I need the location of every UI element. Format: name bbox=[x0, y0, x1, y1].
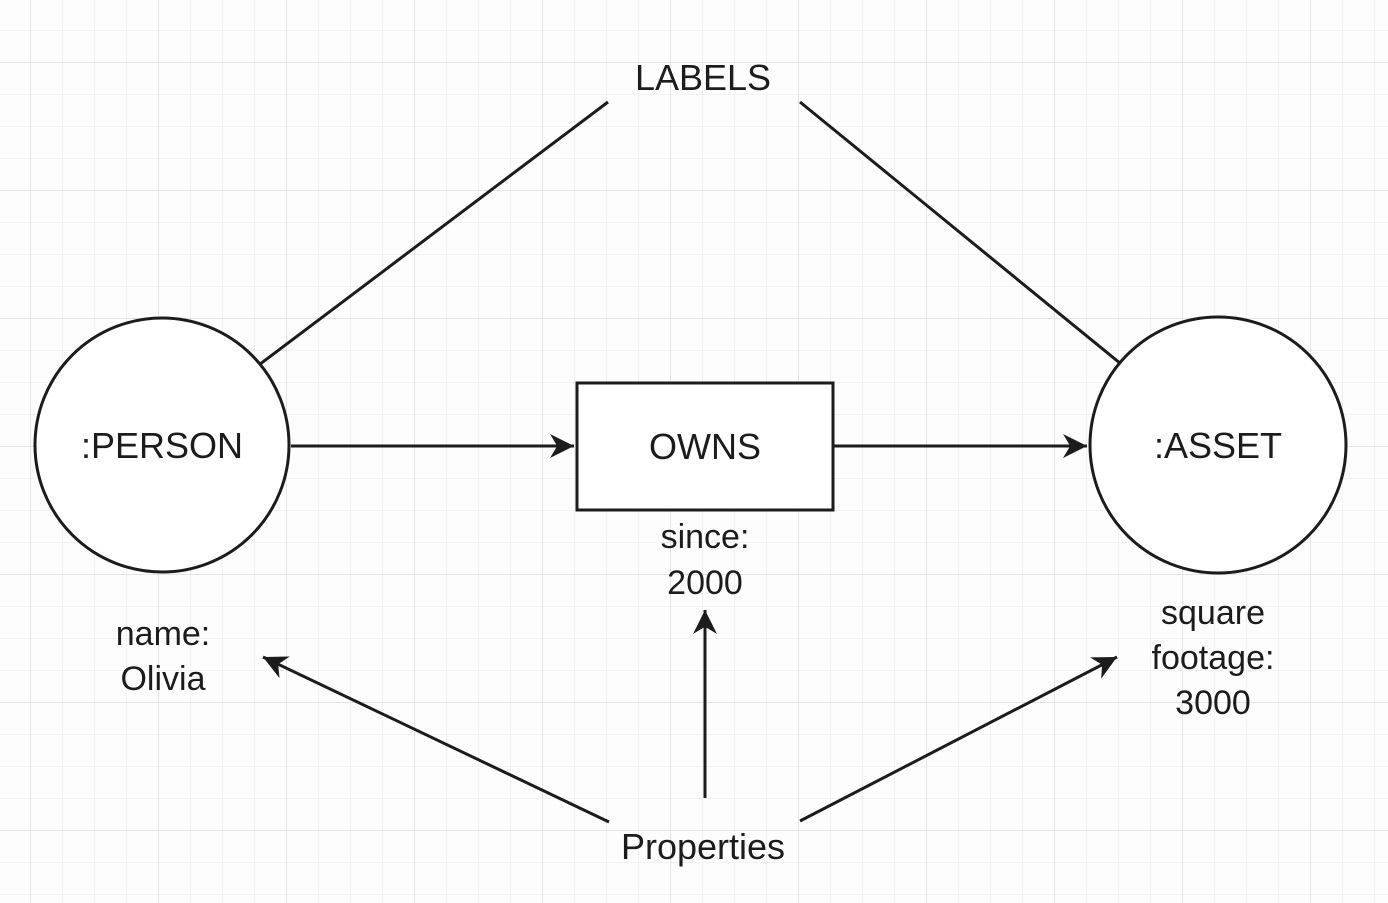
properties-to-footage-arrow bbox=[799, 655, 1118, 823]
relationship-property-key: since: bbox=[661, 518, 750, 556]
asset-property-key-line1: square bbox=[1161, 594, 1265, 632]
owns-relationship-box bbox=[575, 381, 835, 512]
labels-to-asset-arrow bbox=[799, 100, 1176, 410]
person-property-value: Olivia bbox=[120, 660, 205, 698]
owns-relationship-label: OWNS bbox=[649, 426, 761, 467]
asset-property-key-line2: footage: bbox=[1152, 639, 1275, 677]
relationship-property-value: 2000 bbox=[667, 564, 743, 602]
person-node-label: :PERSON bbox=[81, 425, 243, 466]
labels-to-person-arrow bbox=[198, 100, 609, 412]
properties-annotation-title: Properties bbox=[621, 826, 785, 867]
person-property-key: name: bbox=[116, 615, 211, 653]
labels-annotation-title: LABELS bbox=[635, 57, 771, 98]
asset-node-circle bbox=[1088, 315, 1348, 575]
person-node-circle bbox=[33, 316, 291, 574]
asset-node-label: :ASSET bbox=[1154, 425, 1282, 466]
asset-property-value: 3000 bbox=[1175, 684, 1251, 722]
properties-to-name-arrow bbox=[262, 655, 610, 824]
